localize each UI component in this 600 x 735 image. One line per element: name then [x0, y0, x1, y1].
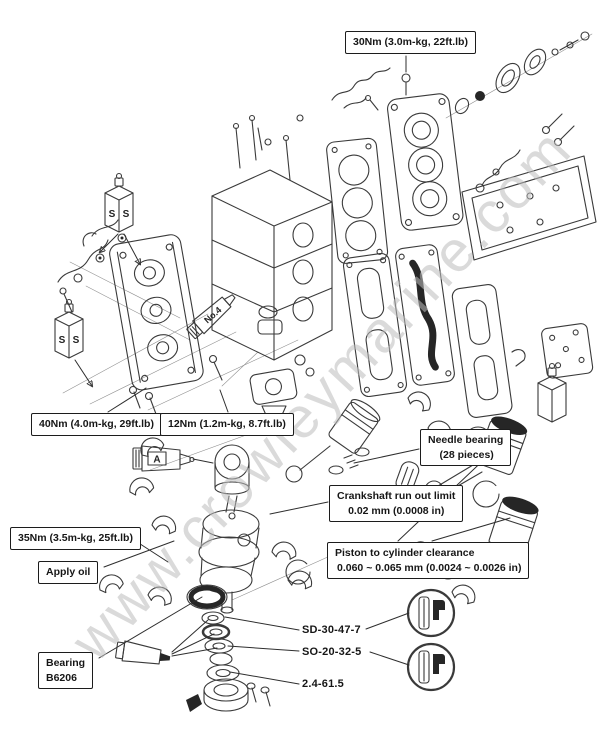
sealant-bottle-left: S S — [54, 298, 84, 359]
thermostat-parts-drawing — [401, 31, 590, 115]
crankcase-drawing — [109, 234, 204, 391]
svg-text:S: S — [73, 335, 80, 346]
sealant-bottle-top: S S — [104, 172, 134, 233]
driver-tool-icon-lower — [406, 642, 456, 692]
head-gasket-drawing — [326, 137, 389, 264]
hose-spring-drawing — [331, 67, 391, 111]
runout-line1: Crankshaft run out limit — [337, 490, 456, 502]
callout-torque-40nm: 40Nm (4.0m-kg, 29ft.lb) — [31, 413, 162, 436]
svg-text:S: S — [109, 209, 116, 220]
needle-rollers — [328, 447, 370, 475]
exhaust-tray-drawing — [461, 113, 597, 261]
callout-crankshaft-runout: Crankshaft run out limit 0.02 mm (0.0008… — [329, 485, 464, 523]
piston-clearance-line1: Piston to cylinder clearance — [335, 547, 475, 559]
label-seal-so-20-32-5: SO-20-32-5 — [302, 646, 362, 658]
callout-needle-bearing: Needle bearing (28 pieces) — [420, 429, 512, 467]
svg-text:No.4: No.4 — [202, 305, 223, 325]
callout-torque-30nm: 30Nm (3.0m-kg, 22ft.lb) — [345, 31, 476, 54]
svg-text:S: S — [123, 209, 130, 220]
label-oring-2-4-61-5: 2.4-61.5 — [302, 678, 344, 690]
svg-text:S: S — [59, 335, 66, 346]
cylinder-block-drawing — [211, 114, 333, 361]
bearing-line2: B6206 — [46, 671, 77, 684]
piston-clearance-line2: 0.060 ~ 0.065 mm (0.0024 ~ 0.0026 in) — [337, 561, 522, 574]
assembly-guide-lines — [62, 33, 593, 601]
needle-bearing-line2: (28 pieces) — [439, 448, 494, 461]
callout-bearing-b6206: Bearing B6206 — [38, 652, 94, 690]
cylinder-head-drawing — [387, 93, 464, 231]
sealant-tube-a: A — [132, 445, 195, 472]
driver-tool-icon-upper — [406, 588, 456, 638]
callout-torque-12nm: 12Nm (1.2m-kg, 8.7ft.lb) — [160, 413, 294, 436]
crankcase-bolts — [128, 354, 223, 415]
grease-tube-drawing — [115, 640, 171, 665]
runout-line2: 0.02 mm (0.0008 in) — [348, 504, 445, 517]
callout-apply-oil: Apply oil — [38, 561, 99, 584]
needle-bearing-line1: Needle bearing — [428, 434, 504, 446]
seal-stack-drawing — [186, 584, 271, 712]
hoses-fittings-drawing — [57, 219, 127, 313]
callout-torque-35nm: 35Nm (3.5m-kg, 25ft.lb) — [10, 527, 141, 550]
sealant-arrows — [74, 233, 140, 386]
callout-piston-clearance: Piston to cylinder clearance 0.060 ~ 0.0… — [327, 542, 530, 580]
exhaust-plates-drawing — [342, 244, 594, 418]
label-seal-sd-30-47-7: SD-30-47-7 — [302, 624, 361, 636]
svg-text:A: A — [153, 455, 160, 466]
reed-valve-parts-drawing — [249, 305, 315, 425]
callout-leader-lines — [98, 55, 511, 685]
sealant-bottle-right — [537, 362, 567, 423]
bearing-line1: Bearing — [46, 657, 86, 669]
